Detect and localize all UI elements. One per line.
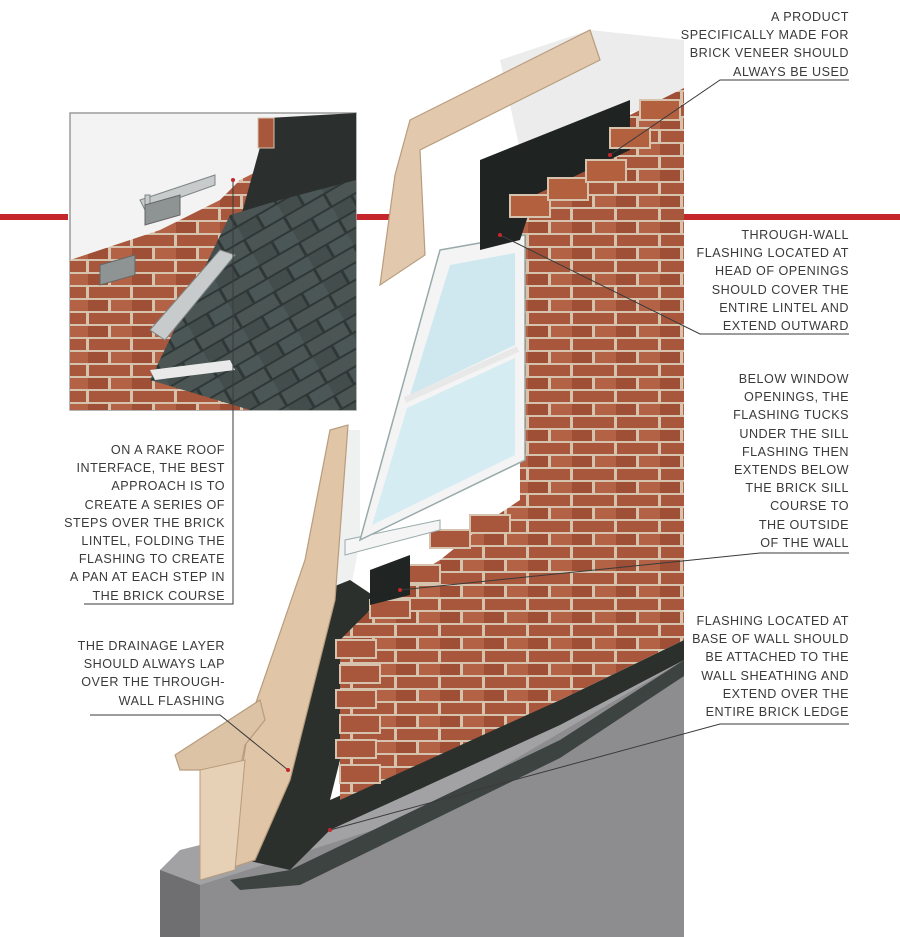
leader-lines [84, 79, 849, 831]
sill-flashing [370, 555, 410, 605]
callout-brick-veneer-product: A PRODUCT SPECIFICALLY MADE FOR BRICK VE… [680, 10, 849, 79]
brick-veneer [340, 88, 684, 800]
accent-rule [0, 214, 900, 220]
callout-dots [231, 153, 612, 832]
leader-brick-veneer [609, 79, 849, 156]
wall-section [160, 29, 684, 937]
rake-roof-inset [69, 112, 357, 411]
window-glass-lower [372, 358, 515, 525]
lintel-bricks [509, 99, 681, 218]
leader-base-wall [329, 723, 849, 831]
callout-below-window: BELOW WINDOW OPENINGS, THE FLASHING TUCK… [733, 372, 849, 550]
leader-drainage-layer [90, 714, 289, 771]
window-glass-upper [410, 253, 515, 395]
bottom-sheathing [174, 699, 266, 771]
rake-sheathing [224, 424, 349, 871]
leader-rake-roof [84, 180, 234, 605]
leader-head-openings [499, 234, 849, 335]
callout-rake-roof: ON A RAKE ROOF INTERFACE, THE BEST APPRO… [64, 443, 225, 603]
callout-base-of-wall: FLASHING LOCATED AT BASE OF WALL SHOULD … [692, 614, 849, 720]
rake-roof-icon [150, 180, 356, 410]
callout-head-of-openings: THROUGH-WALL FLASHING LOCATED AT HEAD OF… [696, 228, 849, 334]
window-sill [344, 519, 441, 556]
window [358, 234, 526, 542]
roof-sheathing-top [379, 29, 601, 287]
leader-below-window [399, 552, 849, 591]
brick-lintel-icon [99, 194, 181, 286]
callout-drainage-layer: THE DRAINAGE LAYER SHOULD ALWAYS LAP OVE… [77, 639, 225, 708]
